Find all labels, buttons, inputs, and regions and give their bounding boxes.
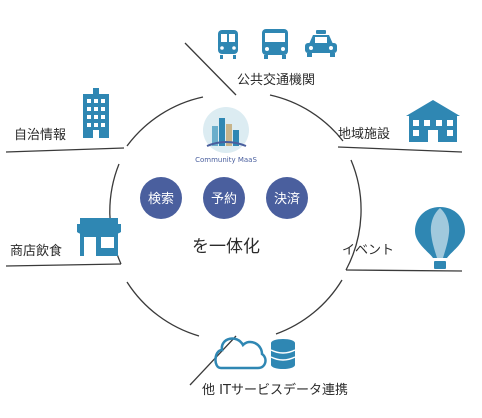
spoke-public-transport [184, 42, 237, 96]
circle-reserve-label: 予約 [211, 192, 237, 207]
bus-icon [262, 29, 288, 59]
office-tower-icon [83, 88, 109, 138]
hot-air-balloon-icon [415, 207, 465, 269]
label-public-transport: 公共交通機関 [237, 72, 315, 88]
arc-top-left [126, 96, 204, 147]
spoke-lines [5, 42, 463, 386]
spoke-municipal-info [5, 147, 125, 153]
arc-bottom-right [275, 279, 343, 335]
spoke-it-service [189, 335, 237, 386]
building-house-icon [406, 100, 460, 142]
arc-right [345, 159, 362, 271]
spoke-shop-restaurant [5, 263, 122, 267]
spoke-local-facility [337, 146, 463, 153]
label-it-service: 他 ITサービスデータ連携 [202, 382, 348, 398]
label-local-facility: 地域施設 [338, 126, 390, 142]
storefront-icon [77, 218, 121, 256]
label-shop-restaurant: 商店飲食 [10, 243, 62, 259]
taxi-icon [305, 30, 337, 57]
circle-payment-label: 決済 [274, 191, 300, 207]
logo-caption: Community MaaS [195, 156, 257, 164]
outer-circle [109, 94, 362, 337]
train-icon [218, 30, 238, 59]
circle-search [140, 177, 182, 219]
circle-search-label: 検索 [148, 192, 174, 207]
arc-bottom-left [126, 281, 200, 337]
database-icon [270, 339, 296, 369]
community-maas-logo: Community MaaS [195, 107, 257, 164]
label-municipal-info: 自治情報 [14, 128, 66, 143]
circle-reserve [203, 177, 245, 219]
center-circles: 検索 予約 決済 [140, 177, 308, 219]
circle-payment [266, 177, 308, 219]
spoke-event [345, 269, 463, 272]
cloud-icon [214, 337, 267, 370]
public-transport-icons [218, 29, 337, 59]
center-tagline: を一体化 [192, 237, 260, 257]
label-event: イベント [342, 243, 394, 258]
arc-top-right [269, 94, 344, 142]
